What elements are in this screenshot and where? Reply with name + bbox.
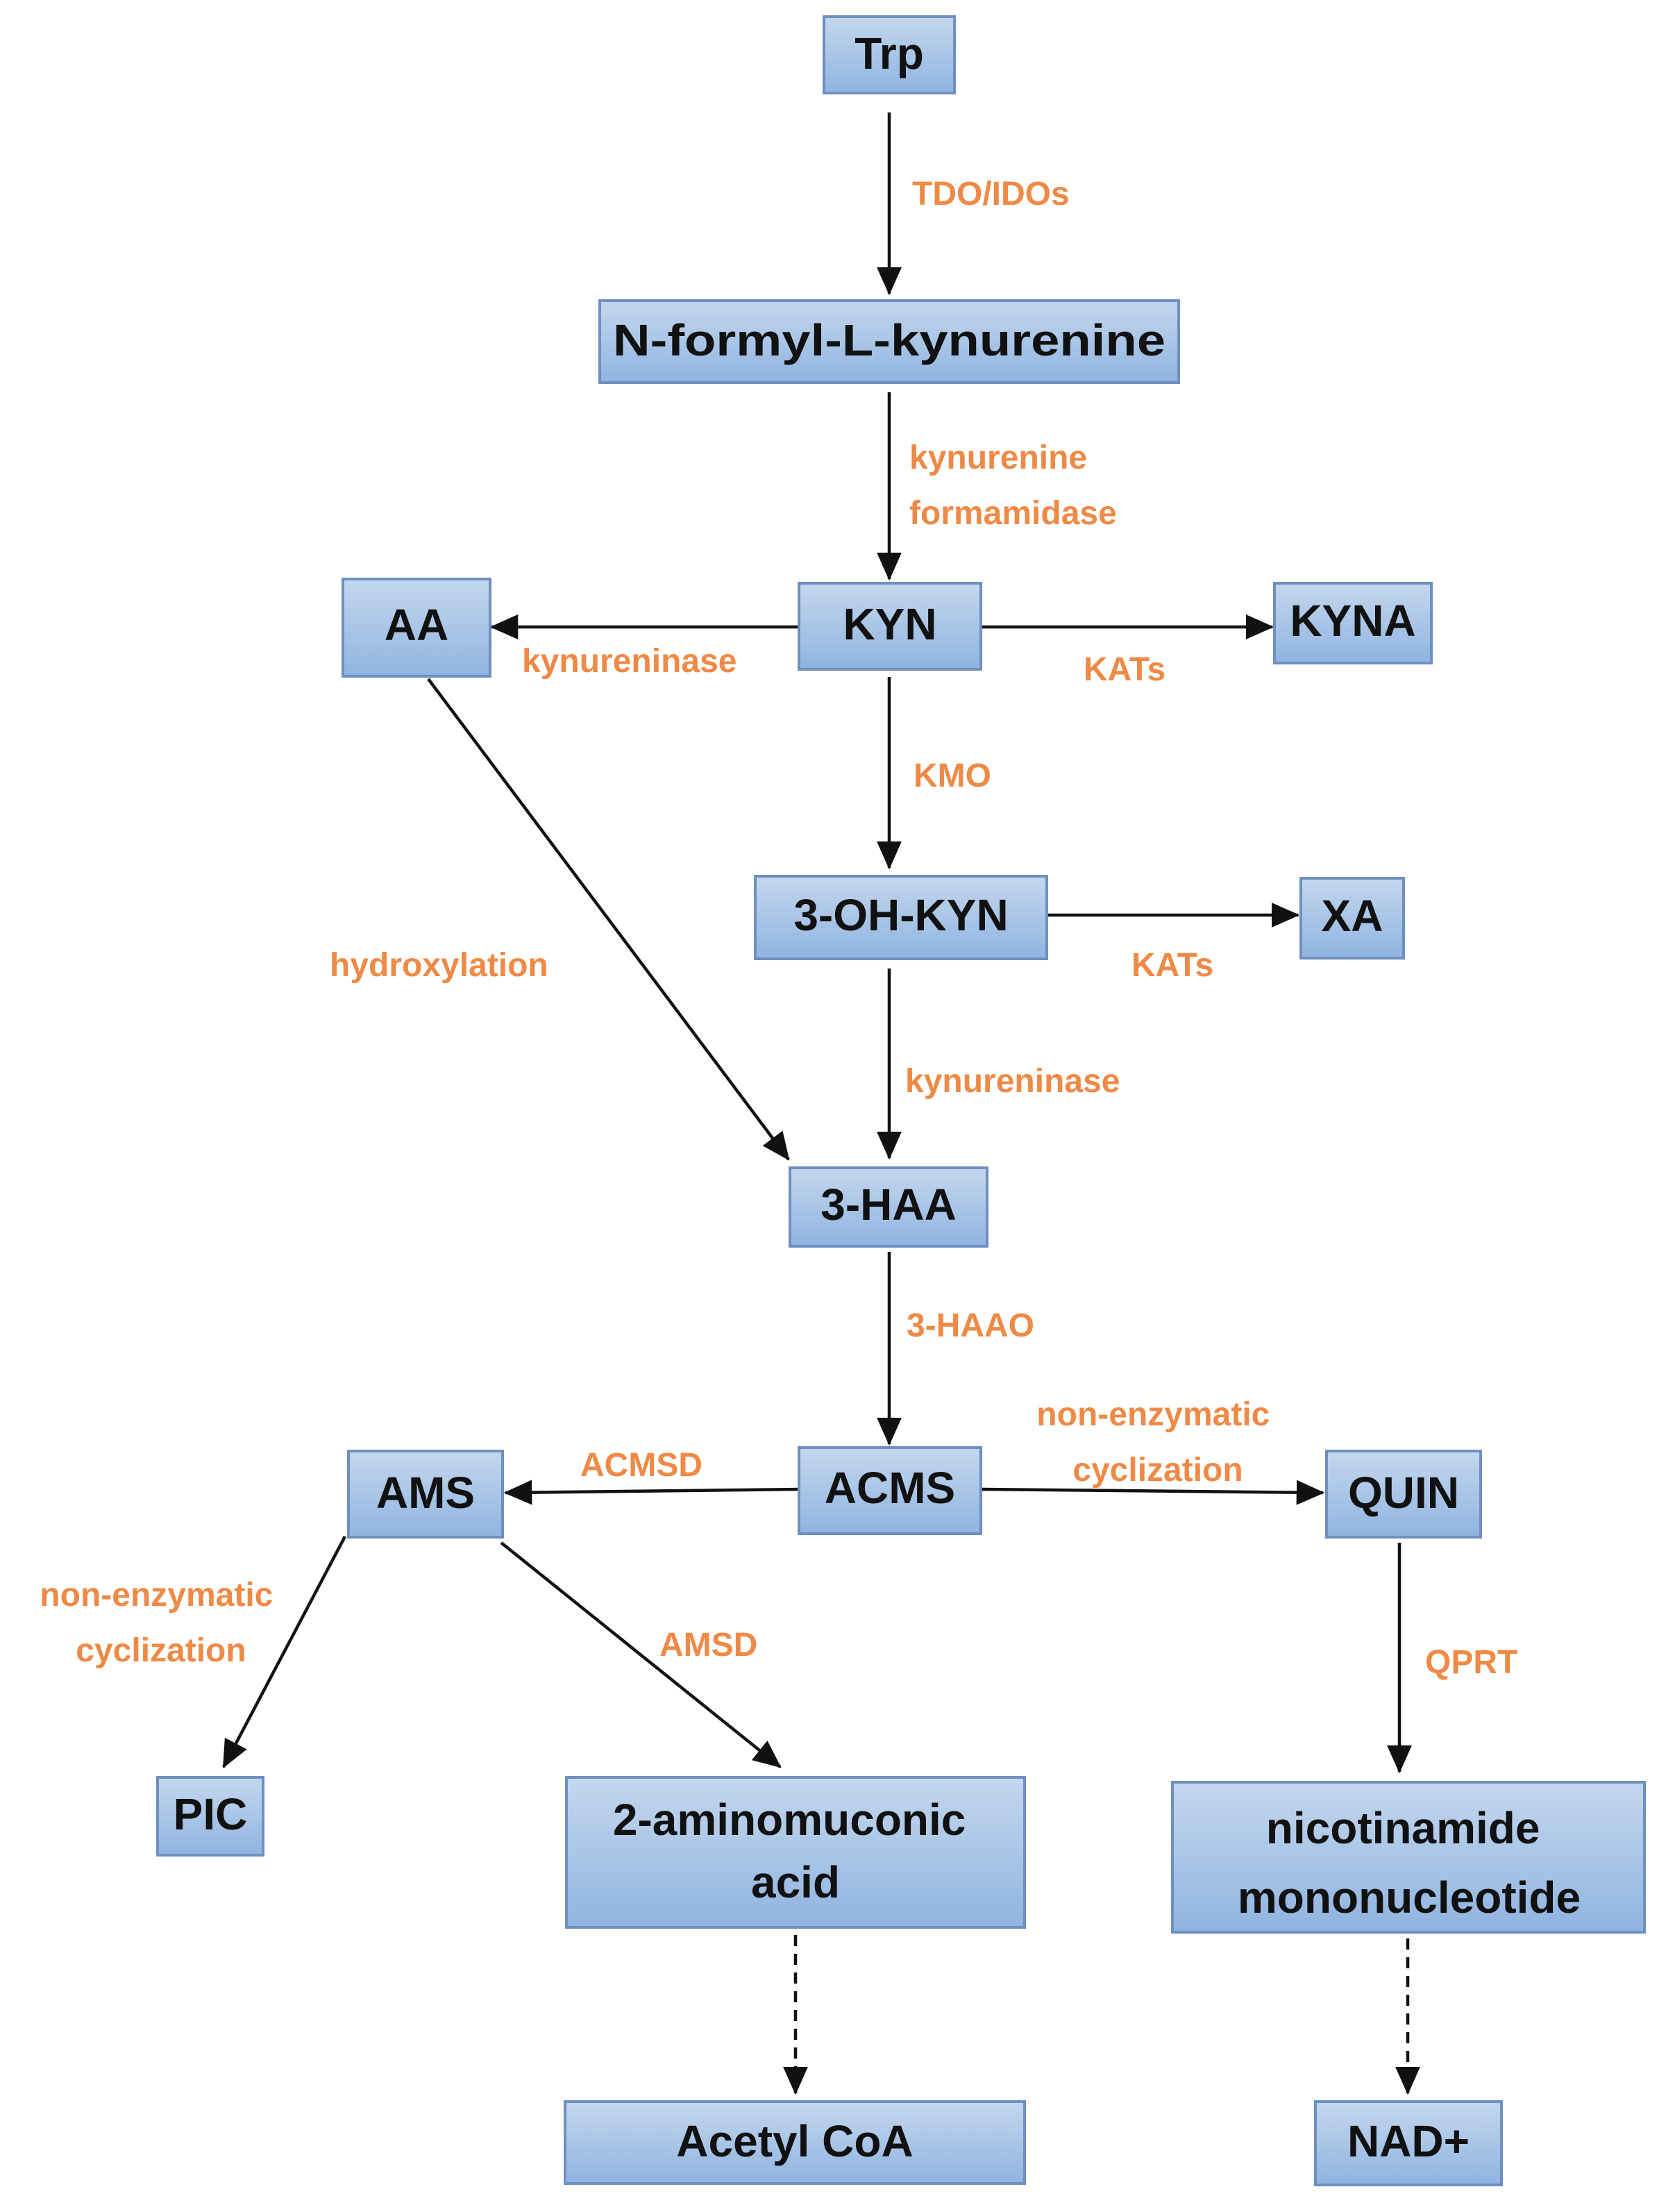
node-nad-label: NAD+ bbox=[1347, 2116, 1470, 2166]
enzyme-kynureninase-2: kynureninase bbox=[905, 1063, 1120, 1100]
node-nmn-line-2: mononucleotide bbox=[1238, 1872, 1581, 1922]
enzyme-kf-line-1: kynurenine bbox=[909, 439, 1087, 476]
node-pic-label: PIC bbox=[174, 1789, 248, 1839]
enzyme-nec-1: non-enzymatic cyclization bbox=[1036, 1396, 1279, 1489]
node-acms: ACMS bbox=[798, 1446, 982, 1535]
enzyme-kynurenine-formamidase: kynurenine formamidase bbox=[909, 439, 1117, 532]
node-ohkyn: 3-OH-KYN bbox=[754, 875, 1048, 960]
enzyme-nec-2-line-2: cyclization bbox=[76, 1632, 246, 1669]
node-haa: 3-HAA bbox=[789, 1166, 988, 1248]
node-kyn-label: KYN bbox=[843, 599, 936, 649]
node-xa: XA bbox=[1299, 877, 1405, 960]
enzyme-kats-2: KATs bbox=[1131, 947, 1213, 984]
node-ama-line-2: acid bbox=[751, 1857, 840, 1907]
arrows bbox=[222, 112, 1420, 2095]
node-ohkyn-label: 3-OH-KYN bbox=[793, 890, 1008, 940]
enzyme-tdo: TDO/IDOs bbox=[912, 176, 1070, 212]
node-ams-label: AMS bbox=[376, 1468, 475, 1518]
enzyme-haao: 3-HAAO bbox=[907, 1307, 1034, 1344]
arrow-ams-to-pic bbox=[222, 1535, 346, 1768]
enzyme-kf-line-2: formamidase bbox=[909, 495, 1117, 532]
enzyme-kmo: KMO bbox=[914, 757, 991, 794]
enzyme-labels: TDO/IDOs kynurenine formamidase kynureni… bbox=[40, 176, 1517, 1681]
node-trp: Trp bbox=[823, 15, 956, 94]
node-haa-label: 3-HAA bbox=[820, 1180, 957, 1230]
arrow-acms-to-quin bbox=[980, 1480, 1325, 1505]
node-nfk-label: N-formyl-L-kynurenine bbox=[613, 315, 1165, 365]
node-nmn-label: nicotinamide mononucleotide bbox=[1238, 1803, 1581, 1922]
enzyme-qprt: QPRT bbox=[1425, 1644, 1517, 1681]
enzyme-amsd: AMSD bbox=[659, 1627, 757, 1664]
node-quin: QUIN bbox=[1325, 1450, 1482, 1539]
node-kyna: KYNA bbox=[1273, 582, 1433, 664]
node-nmn: nicotinamide mononucleotide bbox=[1171, 1781, 1646, 1934]
node-xa-label: XA bbox=[1322, 891, 1383, 941]
enzyme-nec-2: non-enzymatic cyclization bbox=[40, 1577, 282, 1669]
node-ams: AMS bbox=[347, 1450, 504, 1539]
enzyme-acmsd: ACMSD bbox=[580, 1447, 702, 1484]
enzyme-nec-1-line-2: cyclization bbox=[1072, 1452, 1243, 1489]
node-nfk: N-formyl-L-kynurenine bbox=[598, 299, 1180, 384]
node-nmn-line-1: nicotinamide bbox=[1266, 1803, 1540, 1853]
enzyme-kats-1: KATs bbox=[1084, 651, 1165, 688]
node-trp-label: Trp bbox=[855, 28, 924, 78]
node-acetyl: Acetyl CoA bbox=[564, 2100, 1026, 2185]
node-nad: NAD+ bbox=[1314, 2100, 1503, 2186]
enzyme-kynureninase-1: kynureninase bbox=[522, 643, 737, 680]
node-aa: AA bbox=[342, 578, 491, 678]
arrow-ams-to-ama bbox=[500, 1541, 782, 1768]
node-acetyl-label: Acetyl CoA bbox=[676, 2116, 913, 2166]
node-kyn: KYN bbox=[798, 582, 982, 671]
enzyme-nec-2-line-1: non-enzymatic bbox=[40, 1577, 273, 1614]
node-quin-label: QUIN bbox=[1348, 1468, 1459, 1518]
node-ama-line-1: 2-aminomuconic bbox=[613, 1795, 966, 1845]
node-aa-label: AA bbox=[385, 600, 448, 650]
node-ama: 2-aminomuconic acid bbox=[565, 1776, 1026, 1929]
arrow-aa-to-haa bbox=[427, 678, 790, 1161]
enzyme-hydroxylation: hydroxylation bbox=[330, 947, 548, 984]
node-acms-label: ACMS bbox=[825, 1463, 955, 1513]
node-kyna-label: KYNA bbox=[1290, 596, 1415, 646]
enzyme-nec-1-line-1: non-enzymatic bbox=[1036, 1396, 1270, 1433]
arrow-acms-to-ams bbox=[503, 1480, 800, 1505]
node-pic: PIC bbox=[156, 1776, 264, 1857]
node-ama-label: 2-aminomuconic acid bbox=[613, 1795, 978, 1907]
